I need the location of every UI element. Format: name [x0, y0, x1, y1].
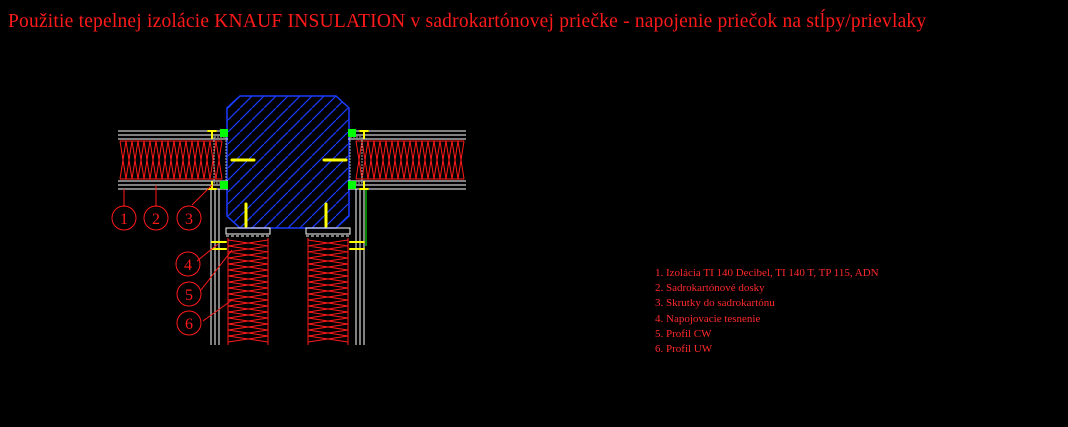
- callout-5: 5: [176, 281, 202, 307]
- svg-text:1: 1: [120, 211, 128, 228]
- seal-left-bottom: [220, 181, 228, 189]
- svg-text:2: 2: [152, 211, 160, 228]
- svg-text:4: 4: [184, 257, 192, 274]
- legend-item-3: 3. Skrutky do sadrokartónu: [655, 297, 775, 310]
- callout-3: 3: [176, 205, 202, 231]
- svg-text:5: 5: [185, 287, 193, 304]
- bottom-wall: [210, 189, 365, 345]
- seal-left-top: [220, 129, 228, 137]
- right-wall: [348, 129, 466, 246]
- profile-uw-left: [225, 227, 271, 235]
- legend: 1. Izolácia TI 140 Decibel, TI 140 T, TP…: [655, 266, 879, 357]
- seal-right-top: [348, 129, 356, 137]
- legend-item-1: 1. Izolácia TI 140 Decibel, TI 140 T, TP…: [655, 267, 879, 279]
- leader-lines: [123, 184, 233, 322]
- legend-item-5: 5. Profil CW: [655, 327, 712, 340]
- legend-item-6: 6. Profil UW: [655, 343, 713, 356]
- legend-item-4: 4. Napojovacie tesnenie: [655, 312, 761, 325]
- seal-right-bottom: [348, 181, 356, 189]
- callout-2: 2: [143, 205, 169, 231]
- callouts: 1 2 3 4 5 6: [111, 205, 202, 336]
- callout-6: 6: [176, 310, 202, 336]
- screws: [207, 130, 369, 250]
- callout-1: 1: [111, 205, 137, 231]
- svg-text:3: 3: [185, 211, 193, 228]
- insulation-right: [355, 140, 465, 180]
- profile-uw-right: [305, 227, 351, 235]
- drawing-title: Použitie tepelnej izolácie KNAUF INSULAT…: [8, 11, 927, 32]
- legend-item-2: 2. Sadrokartónové dosky: [655, 282, 765, 295]
- callout-4: 4: [175, 251, 201, 277]
- svg-text:6: 6: [185, 316, 193, 333]
